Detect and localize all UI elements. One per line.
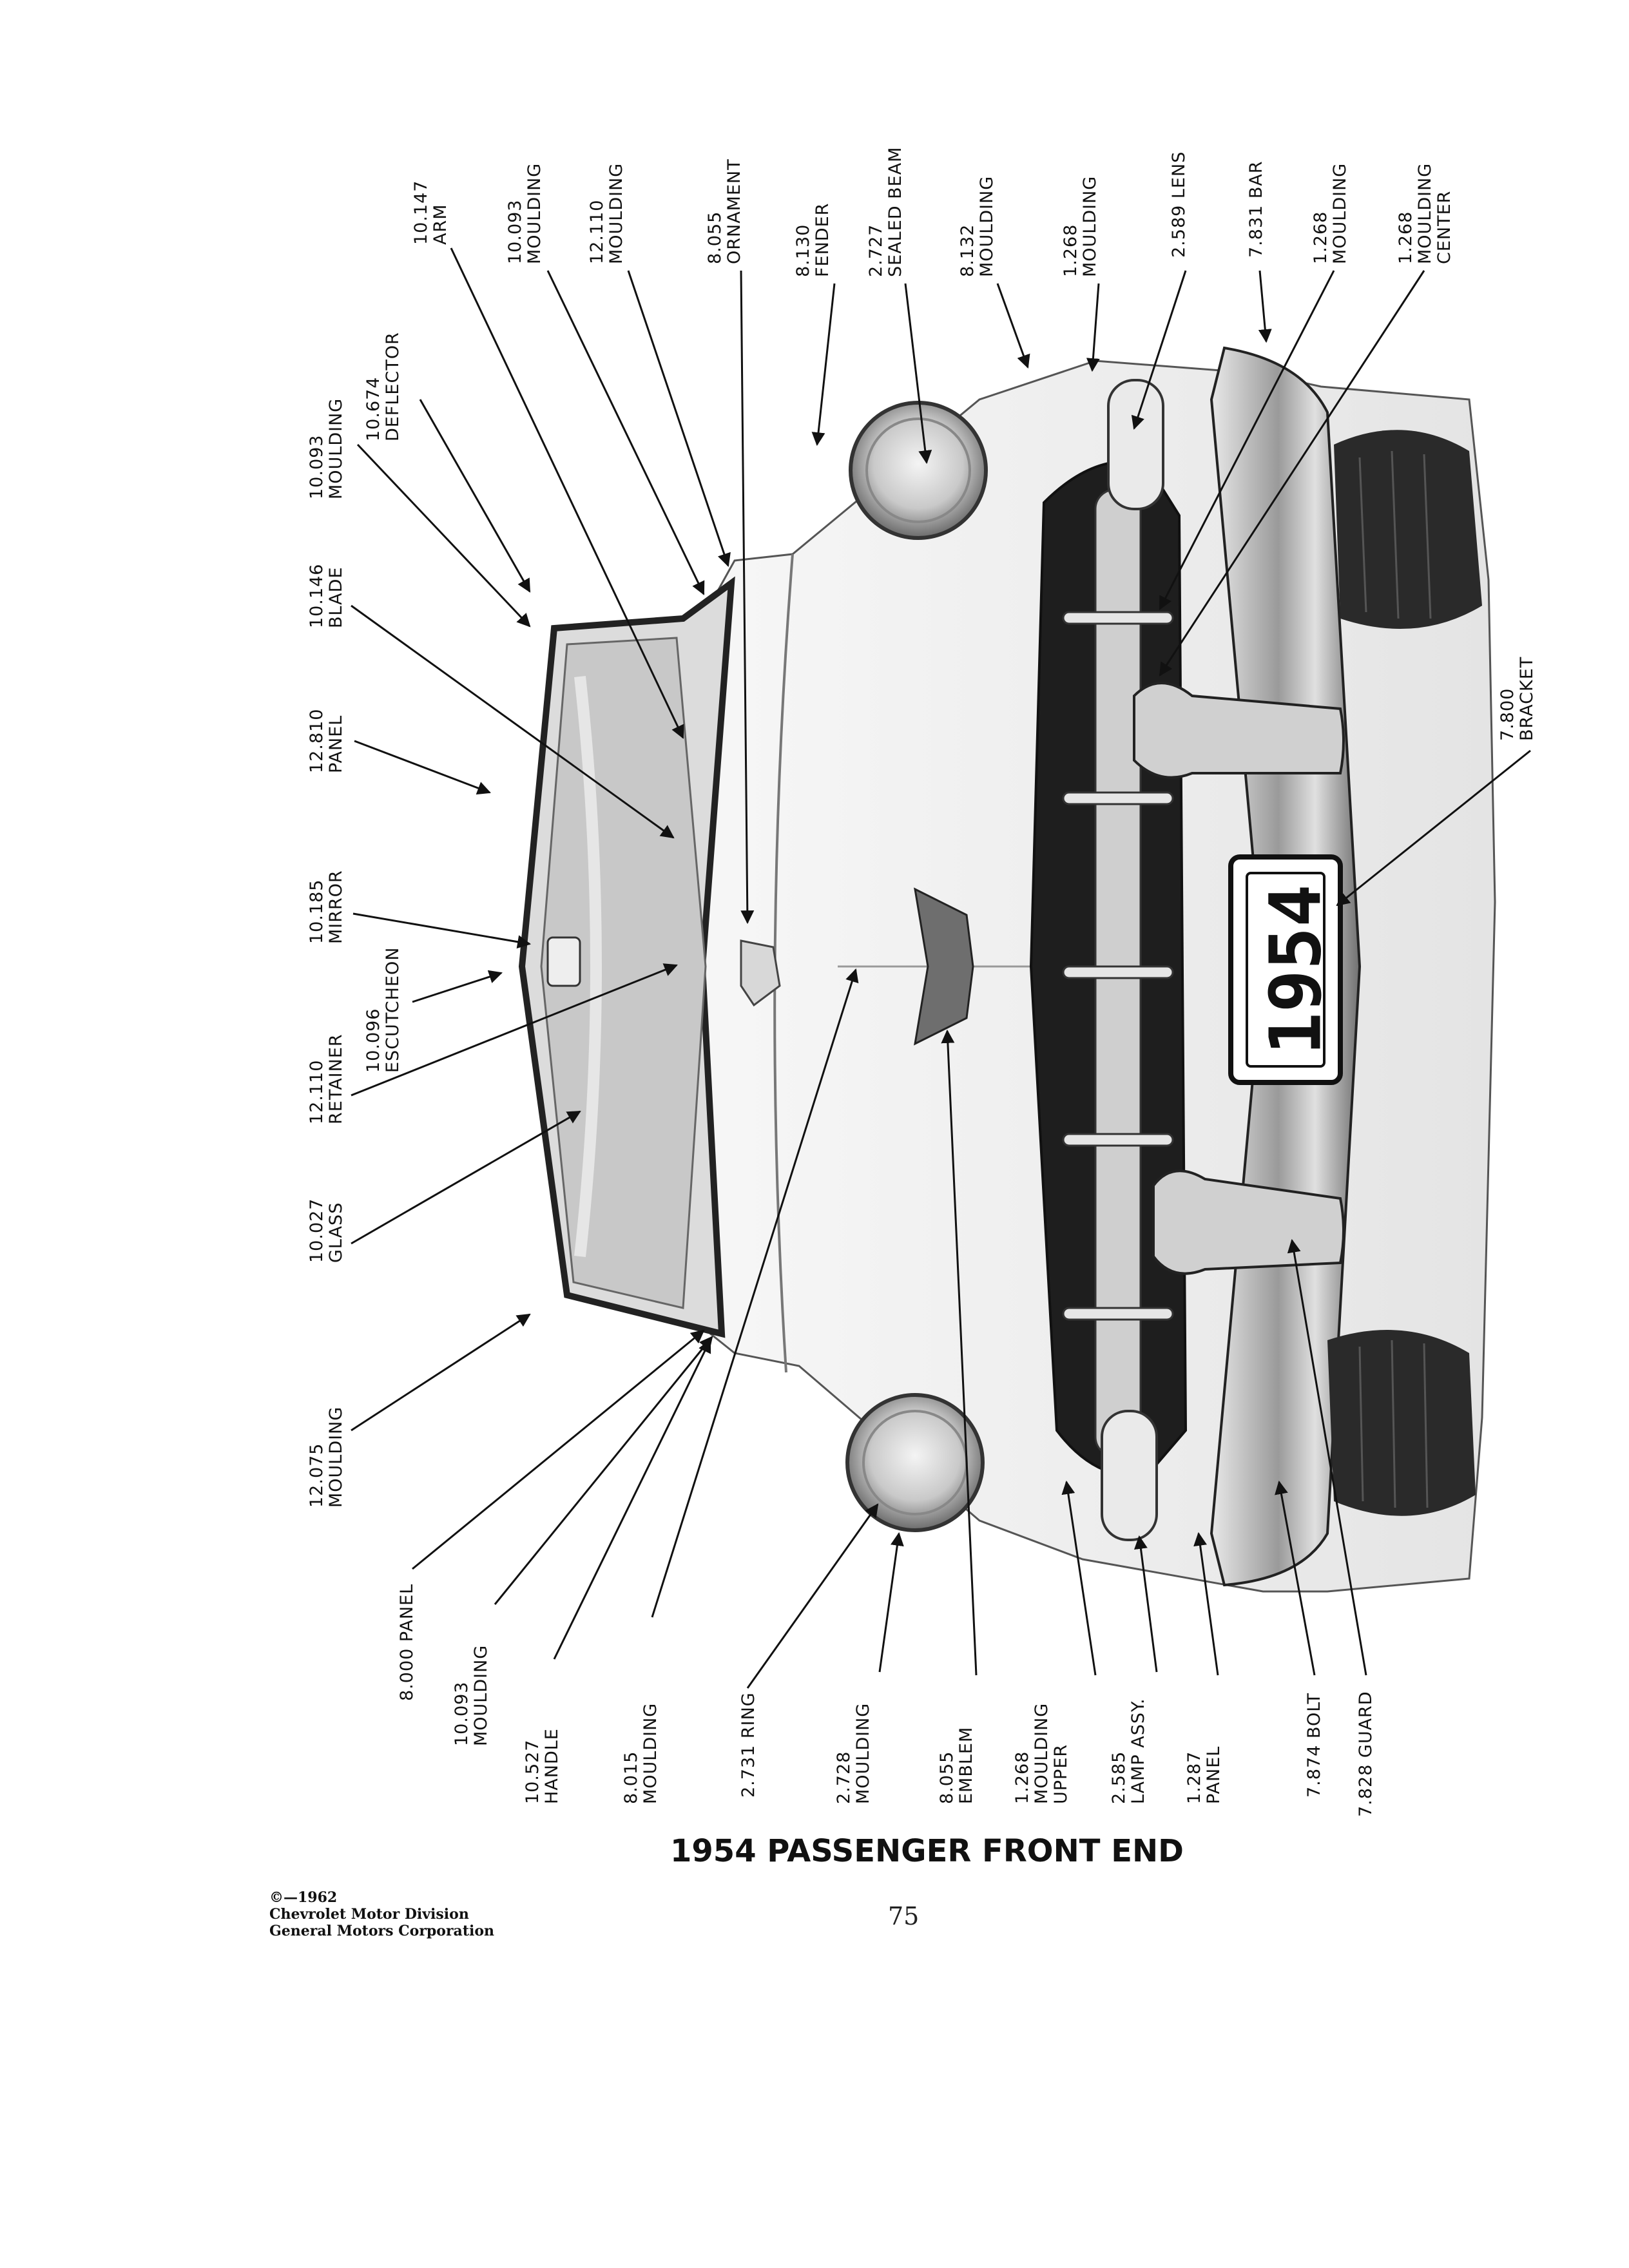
bumper-guard-top: [1133, 682, 1345, 779]
parking-lamp-top: [1107, 379, 1164, 510]
label-ornament: 8.055ORNAMENT: [705, 159, 744, 264]
label-moulding-1268-a: 1.268MOULDING: [1061, 176, 1100, 277]
label-moulding-center: 1.268MOULDINGCENTER: [1396, 163, 1454, 264]
label-moulding-8132: 8.132MOULDING: [958, 176, 997, 277]
label-emblem: 8.055EMBLEM: [937, 1727, 976, 1804]
leader-lines: [351, 247, 1531, 1689]
bottom-labels: 8.000 PANEL 10.093MOULDING 10.527HANDLE …: [397, 1584, 1376, 1817]
label-panel-8000: 8.000 PANEL: [397, 1584, 417, 1701]
copyright-division: Chevrolet Motor Division: [269, 1906, 469, 1923]
label-arm: 10.147ARM: [411, 180, 450, 245]
copyright-corporation: General Motors Corporation: [269, 1923, 495, 1939]
label-moulding-1268-b: 1.268MOULDING: [1311, 163, 1350, 264]
headlamp-top: [849, 401, 988, 540]
hood-ornament: [740, 939, 781, 1007]
label-moulding-10093-top: 10.093MOULDING: [307, 398, 346, 499]
label-glass: 10.027GLASS: [307, 1198, 346, 1263]
label-guard: 7.828 GUARD: [1356, 1691, 1376, 1817]
mirror-shape: [546, 936, 581, 987]
car-illustration: 1954: [518, 346, 1496, 1593]
tire-bottom: [1327, 1330, 1476, 1516]
label-bracket: 7.800BRACKET: [1498, 657, 1537, 741]
label-fender: 8.130FENDER: [793, 203, 833, 277]
label-moulding-8015: 8.015MOULDING: [621, 1703, 660, 1804]
label-lamp-assy: 2.585LAMP ASSY.: [1109, 1698, 1148, 1804]
label-bolt: 7.874 BOLT: [1304, 1693, 1324, 1798]
label-lens: 2.589 LENS: [1169, 151, 1189, 258]
copyright-year: ©—1962: [269, 1889, 338, 1906]
label-ring: 2.731 RING: [738, 1692, 758, 1798]
top-labels: 10.093MOULDING 10.674DEFLECTOR 10.146BLA…: [307, 147, 1537, 1508]
label-sealed-beam: 2.727SEALED BEAM: [866, 147, 905, 278]
label-moulding-2728: 2.728MOULDING: [834, 1703, 873, 1804]
headlamp-bottom: [845, 1393, 985, 1532]
label-mirror: 10.185MIRROR: [307, 870, 346, 944]
label-blade: 10.146BLADE: [307, 564, 346, 628]
label-bar: 7.831 BAR: [1246, 160, 1266, 258]
label-panel-12810: 12.810PANEL: [307, 709, 346, 773]
parking-lamp-bottom: [1101, 1410, 1158, 1541]
page-number: 75: [888, 1902, 920, 1930]
label-moulding-12075: 12.075MOULDING: [307, 1407, 346, 1508]
tire-top: [1334, 430, 1482, 629]
label-retainer: 12.110RETAINER: [307, 1033, 346, 1124]
hood-emblem: [914, 887, 974, 1046]
label-deflector: 10.674DEFLECTOR: [363, 332, 403, 441]
label-moulding-12110: 12.110MOULDING: [587, 163, 626, 264]
label-moulding-10093-b: 10.093MOULDING: [505, 163, 545, 264]
license-plate-text: 1954: [1254, 885, 1336, 1055]
copyright-block: ©—1962 Chevrolet Motor Division General …: [269, 1889, 494, 1939]
label-escutcheon: 10.096ESCUTCHEON: [363, 947, 403, 1073]
label-panel-1287: 1.287PANEL: [1184, 1746, 1224, 1804]
label-moulding-10093-c: 10.093MOULDING: [452, 1645, 491, 1746]
page-title: 1954 PASSENGER FRONT END: [670, 1833, 1184, 1869]
label-moulding-upper: 1.268MOULDINGUPPER: [1012, 1703, 1071, 1804]
label-handle: 10.527HANDLE: [523, 1728, 562, 1804]
